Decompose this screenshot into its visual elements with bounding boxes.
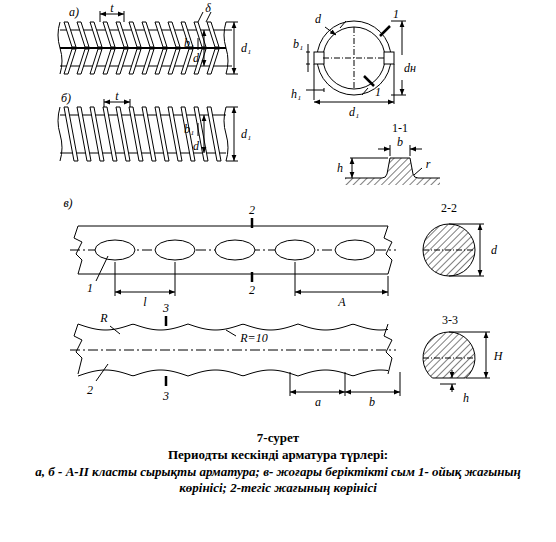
dimension-label: t bbox=[114, 90, 119, 102]
callout-number: 2 bbox=[86, 384, 94, 396]
dimension-label: a bbox=[314, 396, 322, 408]
rebar-a bbox=[58, 22, 228, 74]
dimension-label: b₁ bbox=[183, 37, 195, 49]
rib-section bbox=[345, 145, 440, 185]
section-mark: 3 bbox=[162, 302, 170, 314]
section-title: 1-1 bbox=[391, 122, 409, 134]
wire-smooth-side bbox=[70, 316, 400, 396]
dimension-label: b bbox=[396, 136, 404, 148]
section-title: 2-2 bbox=[440, 202, 458, 214]
dimension-label: d bbox=[490, 244, 498, 256]
section-mark: 1 bbox=[374, 86, 382, 98]
panel-letter: в) bbox=[62, 197, 73, 209]
section-mark: 1 bbox=[392, 8, 400, 20]
dimension-label: d bbox=[192, 52, 200, 64]
figure-number: 7-сурет bbox=[30, 430, 526, 446]
dimension-label: r bbox=[425, 158, 432, 170]
dimension-label: b₁ bbox=[292, 38, 304, 50]
rebar-cross-view bbox=[306, 21, 406, 104]
figure-caption: Периодты кескінді арматура түрлері: bbox=[30, 447, 526, 463]
rebar-b bbox=[58, 107, 228, 161]
panel-letter: б) bbox=[60, 92, 72, 104]
wire-grooved-side bbox=[70, 218, 396, 296]
dimension-label: b₁ bbox=[183, 123, 195, 135]
section-mark: 2 bbox=[248, 284, 256, 296]
wire-section-3 bbox=[423, 332, 490, 392]
section-mark: 3 bbox=[162, 390, 170, 402]
wire-section-2 bbox=[423, 224, 484, 276]
dimension-label: t bbox=[109, 2, 114, 14]
dimension-label: d₁ bbox=[240, 128, 252, 140]
dimension-label: d bbox=[314, 13, 322, 25]
dimension-label: A bbox=[337, 296, 346, 308]
dimension-label: d₁ bbox=[348, 106, 360, 118]
dimension-label: δ bbox=[204, 2, 212, 14]
dimension-label: R=10 bbox=[239, 332, 268, 344]
section-title: 3-3 bbox=[441, 314, 459, 326]
dimension-label: dн bbox=[403, 62, 417, 74]
dimension-label: H bbox=[493, 350, 504, 362]
dimension-label: b bbox=[368, 396, 376, 408]
dimension-label: d₁ bbox=[240, 42, 252, 54]
dimension-label: h₁ bbox=[290, 88, 302, 100]
dimension-label: h bbox=[336, 162, 344, 174]
dimension-label: h bbox=[462, 392, 470, 404]
panel-letter: а) bbox=[68, 6, 80, 18]
section-mark: 2 bbox=[248, 204, 256, 216]
dimension-label: R bbox=[99, 312, 108, 324]
dimension-label: l bbox=[142, 296, 147, 308]
dimension-label: d bbox=[192, 140, 200, 152]
caption-legend-text: а, б - А-II класты сырықты арматура; в- … bbox=[30, 464, 526, 496]
callout-number: 1 bbox=[86, 282, 94, 294]
